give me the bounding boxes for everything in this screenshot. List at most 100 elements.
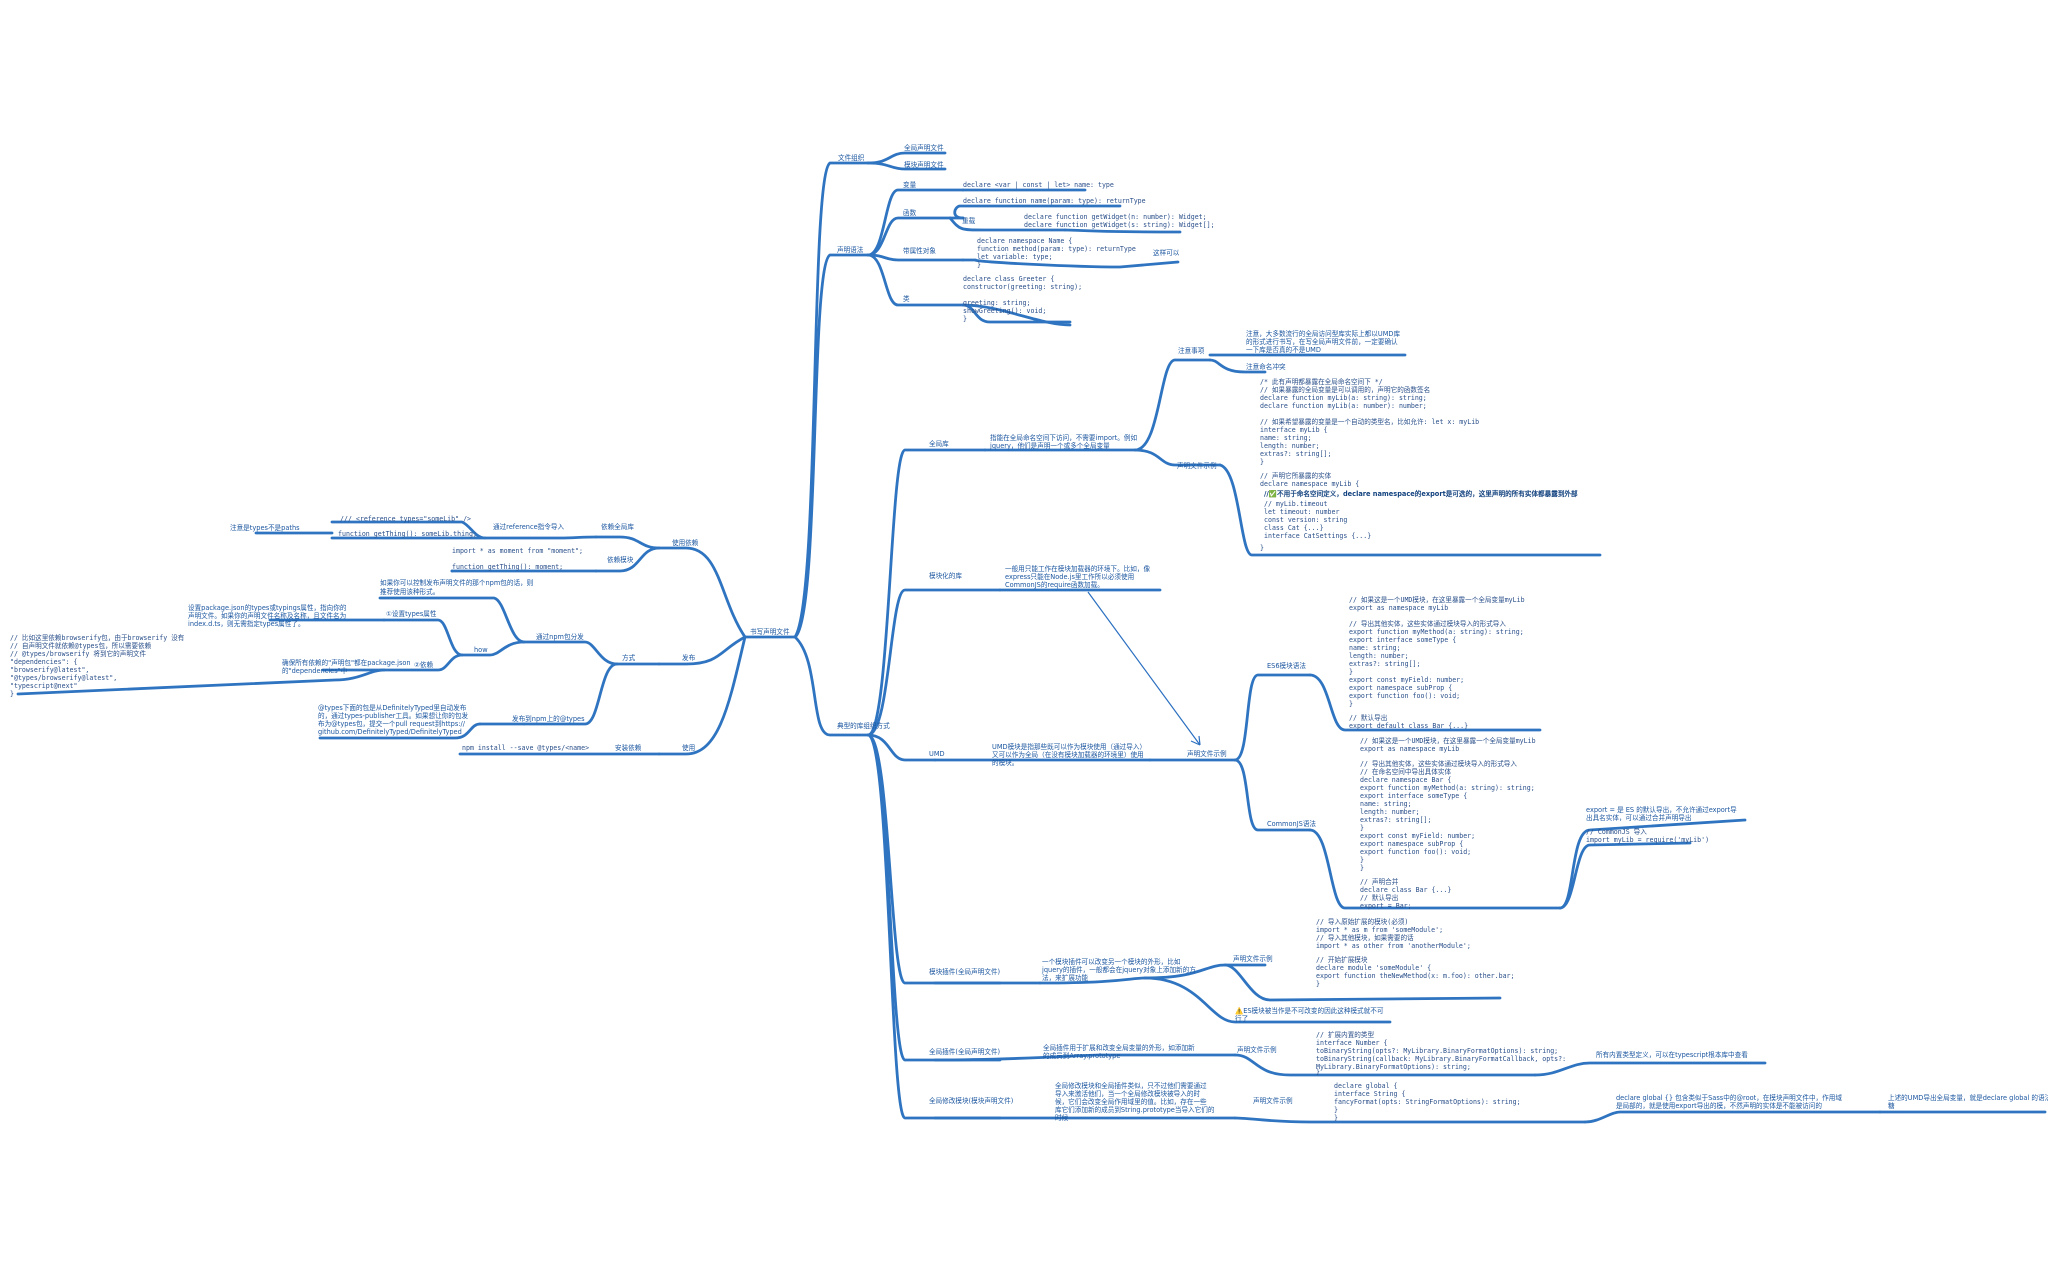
es6-code-9: extras?: string[]; — [1349, 660, 1421, 668]
gp-code-4: toBinaryString(callback: MyLibrary.Binar… — [1316, 1055, 1567, 1063]
topic-modular-lib[interactable]: 模块化的库 — [929, 572, 962, 580]
topic-umd-example[interactable]: 声明文件示例 — [1187, 750, 1227, 758]
topic-how[interactable]: how — [474, 646, 488, 654]
topic-variable[interactable]: 变量 — [903, 181, 917, 189]
topic-module-plugin[interactable]: 模块插件(全局声明文件) — [929, 968, 1001, 976]
topic-usage-dependency[interactable]: 使用依赖 — [672, 539, 699, 547]
topic-publish[interactable]: 发布 — [682, 654, 696, 662]
topic-via-npm[interactable]: 通过npm包分发 — [536, 633, 584, 641]
topic-deps[interactable]: ②依赖 — [414, 661, 434, 669]
global-code-4: declare function myLib(a: number): numbe… — [1260, 402, 1427, 410]
global-code-tail-5: interface CatSettings {...} — [1264, 532, 1372, 540]
cjs-code-15: export function foo(): void; — [1360, 848, 1472, 856]
mp-code-8: export function theNewMethod(x: m.foo): … — [1316, 972, 1515, 980]
topic-gm-example[interactable]: 声明文件示例 — [1253, 1097, 1293, 1105]
gm-code-1: declare global { — [1334, 1082, 1398, 1090]
gm-code-2: interface String { — [1334, 1090, 1406, 1098]
export-eq-note-1: export = 是 ES 的默认导出，不允许通过export导 — [1586, 806, 1737, 814]
topic-function[interactable]: 函数 — [903, 209, 917, 217]
topic-mode[interactable]: 方式 — [622, 654, 636, 662]
global-code-2: // 如果暴露的全局变量是可以调用的，声明它的函数签名 — [1260, 386, 1431, 394]
es6-code-5: export function myMethod(a: string): str… — [1349, 628, 1524, 636]
topic-via-types[interactable]: 发布到npm上的@types — [512, 715, 585, 723]
topic-global-decl-file[interactable]: 全局声明文件 — [904, 144, 944, 152]
es6-code-8: length: number; — [1349, 652, 1409, 660]
class-code-4: greeting: string; — [963, 299, 1031, 307]
deps-code-7: "typescript@next" — [10, 682, 78, 690]
global-desc-1: 指能在全局命名空间下访问，不需要import。例如 — [990, 434, 1138, 442]
topic-global-example[interactable]: 声明文件示例 — [1177, 462, 1217, 470]
import-code-line-2: function getThing(): moment; — [452, 563, 564, 571]
via-npm-desc-2: 推荐使用该种形式。 — [380, 588, 440, 596]
global-code-1: /* 此有声明都暴露在全局命名空间下 */ — [1260, 378, 1383, 386]
edge-root-publish — [657, 635, 747, 666]
es6-code-7: name: string; — [1349, 644, 1401, 652]
class-code-1: declare class Greeter { — [963, 275, 1055, 283]
es6-code-12: export namespace subProp { — [1349, 684, 1453, 692]
gm-desc-3: 候，它们会改变全局作用域里的值。比如，存在一些 — [1055, 1098, 1207, 1106]
edge-root-usage — [657, 546, 747, 639]
gm-desc-1: 全局修改模块和全局插件类似，只不过他们需要通过 — [1055, 1082, 1207, 1090]
topic-global-plugin-example[interactable]: 声明文件示例 — [1237, 1046, 1277, 1054]
global-code-8: name: string; — [1260, 434, 1312, 442]
global-code-9: length: number; — [1260, 442, 1320, 450]
topic-library-types[interactable]: 典型的库组织方式 — [837, 722, 890, 730]
es6-code-10: } — [1349, 668, 1353, 676]
root-topic[interactable]: 书写声明文件 — [750, 628, 790, 636]
relation-arrow — [1087, 591, 1201, 746]
topic-umd[interactable]: UMD — [929, 750, 945, 758]
class-code-2: constructor(greeting: string); — [963, 283, 1083, 291]
topic-use[interactable]: 使用 — [682, 744, 696, 752]
gp-code-3: toBinaryString(opts?: MyLibrary.BinaryFo… — [1316, 1047, 1559, 1055]
topic-commonjs-syntax[interactable]: CommonJS语法 — [1267, 820, 1317, 828]
via-types-desc-2: 的，通过types-publisher工具。如果想让你的包发 — [318, 712, 469, 720]
gm-note2-2: 糖 — [1888, 1102, 1895, 1110]
topic-global-dependency[interactable]: 依赖全局库 — [601, 523, 634, 531]
gm-desc-4: 库它们添加新的成员到String.prototype当导入它们的 — [1055, 1106, 1215, 1114]
global-code-13: // 声明它所暴露的实体 — [1260, 472, 1332, 480]
topic-module-dependency[interactable]: 依赖模块 — [607, 556, 634, 564]
topic-naming-conflict[interactable]: 注意命名冲突 — [1246, 363, 1286, 371]
class-code-5: showGreeting(): void; — [963, 307, 1047, 315]
module-plugin-warning-1: ⚠️ES模块被当作是不可改变的因此这种模式就不可 — [1235, 1007, 1384, 1015]
gm-code-3: fancyFormat(opts: StringFormatOptions): … — [1334, 1098, 1521, 1106]
es6-code-14: } — [1349, 700, 1353, 708]
gp-code-6: } — [1316, 1068, 1320, 1076]
topic-syntax[interactable]: 声明语法 — [837, 246, 864, 254]
topic-global-modifying[interactable]: 全局修改模块(模块声明文件) — [929, 1097, 1014, 1105]
modular-desc-3: CommonJS的require函数加载。 — [1005, 581, 1104, 589]
cjs-code-20: declare class Bar {...} — [1360, 886, 1452, 894]
topic-es6-syntax[interactable]: ES6模块语法 — [1267, 662, 1306, 670]
topic-set-types[interactable]: ①设置types属性 — [386, 610, 437, 618]
deps-code-3: // @types/browserify 将到它的声明文件 — [10, 650, 147, 658]
topic-install-deps[interactable]: 安装依赖 — [615, 744, 642, 752]
deps-desc-1: 确保所有依赖的"声明包"都在package.json — [282, 659, 411, 667]
topic-global-lib[interactable]: 全局库 — [929, 440, 949, 448]
topic-overload[interactable]: 重载 — [962, 217, 976, 225]
es6-code-16: // 默认导出 — [1349, 714, 1388, 722]
cjs-code-2: export as namespace myLib — [1360, 745, 1460, 753]
es6-code-1: // 如果这是一个UMD模块，在这里暴露一个全局变量myLib — [1349, 596, 1525, 604]
gm-note1-1: declare global {} 包含类似于Sass中的@root，在模块声明… — [1616, 1094, 1842, 1102]
umd-desc-1: UMD模块是指那些既可以作为模块使用（通过导入） — [992, 743, 1147, 751]
topic-caution[interactable]: 注意事项 — [1178, 347, 1205, 355]
topic-module-decl-file[interactable]: 模块声明文件 — [904, 161, 944, 169]
caution-text-2: 的形式进行书写，在写全局声明文件前，一定要确认 — [1246, 338, 1398, 346]
topic-object[interactable]: 带属性对象 — [903, 247, 936, 255]
deps-code-4: "dependencies": { — [10, 658, 78, 666]
global-code-tail-1: // myLib.timeout — [1264, 500, 1328, 508]
topic-global-plugin[interactable]: 全局插件(全局声明文件) — [929, 1048, 1001, 1056]
object-code-3: let variable: type; — [977, 253, 1053, 261]
topic-reference-directive[interactable]: 通过reference指令导入 — [493, 523, 565, 531]
topic-class[interactable]: 类 — [903, 295, 910, 303]
global-code-highlight: //✅不用于命名空间定义，declare namespace的export是可选… — [1264, 490, 1578, 498]
deps-code-8: } — [10, 690, 14, 698]
global-code-10: extras?: string[]; — [1260, 450, 1332, 458]
gm-code-5: } — [1334, 1114, 1338, 1122]
cjs-code-7: export function myMethod(a: string): str… — [1360, 784, 1535, 792]
deps-code-6: "@types/browserify@latest", — [10, 674, 118, 682]
topic-file-structure[interactable]: 文件组织 — [838, 154, 865, 162]
object-note: 这样可以 — [1153, 249, 1180, 257]
topic-module-plugin-example[interactable]: 声明文件示例 — [1233, 955, 1273, 963]
